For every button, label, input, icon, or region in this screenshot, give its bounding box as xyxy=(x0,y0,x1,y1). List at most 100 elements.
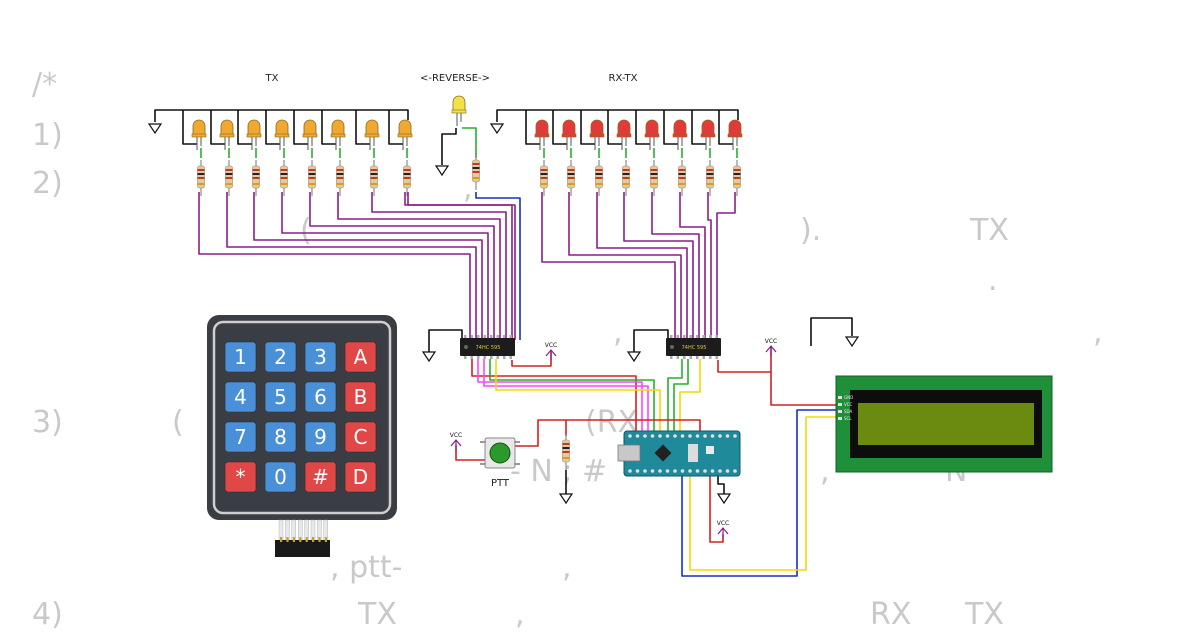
rx-led-resistor xyxy=(733,160,741,196)
rx-led-resistor xyxy=(595,160,603,196)
resistor-band xyxy=(197,169,205,171)
comment-n-hash: - N ; # xyxy=(510,454,608,489)
tx-ground-symbol xyxy=(147,123,163,135)
keypad-key-6[interactable]: 6 xyxy=(304,381,337,413)
resistor-band xyxy=(678,177,686,179)
keypad-key-0[interactable]: 0 xyxy=(264,461,297,493)
key-cap[interactable] xyxy=(224,381,257,413)
arduino-ground-symbol xyxy=(716,493,732,505)
key-cap[interactable] xyxy=(224,341,257,373)
key-cap[interactable] xyxy=(304,421,337,453)
key-cap[interactable] xyxy=(344,381,377,413)
key-cap[interactable] xyxy=(264,461,297,493)
chip-label: 74HC 595 xyxy=(476,345,501,351)
comment-tx-b: TX xyxy=(358,597,397,632)
button-cap[interactable] xyxy=(489,442,511,464)
tx-led-purple-wire xyxy=(281,192,489,338)
led-body xyxy=(452,95,466,113)
labels: TX <-REVERSE-> RX-TX PTT xyxy=(265,73,638,489)
ribbon-pin xyxy=(305,537,308,542)
keypad-key-D[interactable]: D xyxy=(344,461,377,493)
resistor-band xyxy=(650,183,658,185)
lcd-ground-symbol xyxy=(844,336,860,348)
arduino-pin-hole xyxy=(658,434,662,438)
key-cap[interactable] xyxy=(264,421,297,453)
arduino-pin-hole xyxy=(733,434,737,438)
keypad-key-2[interactable]: 2 xyxy=(264,341,297,373)
resistor-band xyxy=(370,177,378,179)
resistor-band xyxy=(733,169,741,171)
keypad-key-hash[interactable]: # xyxy=(304,461,337,493)
key-cap[interactable] xyxy=(304,341,337,373)
comment-paren-open-b: ( xyxy=(172,405,184,440)
led-body xyxy=(303,119,317,137)
rx-led xyxy=(561,119,577,150)
key-label: # xyxy=(312,465,329,489)
resistor-band xyxy=(280,177,288,179)
chip-pin xyxy=(496,356,499,359)
led-body xyxy=(192,119,206,137)
tx-led xyxy=(364,119,380,150)
key-label: C xyxy=(354,425,368,449)
chip1-red-wire xyxy=(471,359,637,432)
key-cap[interactable] xyxy=(224,461,257,493)
keypad-key-8[interactable]: 8 xyxy=(264,421,297,453)
ptt-push-button[interactable] xyxy=(480,437,520,469)
chip-pin xyxy=(483,335,486,338)
tx-led-cathode xyxy=(321,110,336,145)
arduino-pin-hole xyxy=(643,434,647,438)
resistor-band xyxy=(308,183,316,185)
keypad-key-3[interactable]: 3 xyxy=(304,341,337,373)
keypad-key-5[interactable]: 5 xyxy=(264,381,297,413)
chip-pin xyxy=(676,356,679,359)
resistor-band xyxy=(472,171,480,173)
keypad-key-1[interactable]: 1 xyxy=(224,341,257,373)
chip-pin xyxy=(503,356,506,359)
keypad-key-B[interactable]: B xyxy=(344,381,377,413)
keypad-key-A[interactable]: A xyxy=(344,341,377,373)
keypad-key-C[interactable]: C xyxy=(344,421,377,453)
ribbon-pin xyxy=(312,537,315,542)
arduino-pin-hole xyxy=(695,469,700,473)
resistor-band xyxy=(280,169,288,171)
tx-led-cathode xyxy=(210,110,225,145)
chip2-green-wire-2 xyxy=(673,359,689,432)
reverse-led-anode xyxy=(462,127,477,158)
key-cap[interactable] xyxy=(264,341,297,373)
rx-led xyxy=(700,119,716,150)
key-cap[interactable] xyxy=(224,421,257,453)
keypad-key-9[interactable]: 9 xyxy=(304,421,337,453)
keypad-key-4[interactable]: 4 xyxy=(224,381,257,413)
chip-pin xyxy=(709,335,712,338)
key-label: * xyxy=(236,465,246,489)
led-body xyxy=(331,119,345,137)
key-cap[interactable] xyxy=(344,341,377,373)
key-label: 0 xyxy=(274,465,287,489)
resistor-band xyxy=(472,167,480,169)
resistor-band xyxy=(706,169,714,171)
key-cap[interactable] xyxy=(304,381,337,413)
key-label: 1 xyxy=(234,345,247,369)
chip1-yellow-wire xyxy=(495,359,661,432)
lcd-pin-label: SDA xyxy=(844,409,853,414)
key-cap[interactable] xyxy=(304,461,337,493)
key-cap[interactable] xyxy=(264,381,297,413)
resistor-band xyxy=(472,163,480,165)
resistor-band xyxy=(540,177,548,179)
ptt-label: PTT xyxy=(491,478,510,489)
chip-pin xyxy=(670,356,673,359)
resistor-band xyxy=(595,173,603,175)
rx-led-resistor xyxy=(622,160,630,196)
resistor-band xyxy=(567,183,575,185)
comment-comma-f: , xyxy=(515,597,525,632)
resistor-band xyxy=(706,183,714,185)
rx-led-cathode xyxy=(607,110,622,145)
key-cap[interactable] xyxy=(344,461,377,493)
keypad-key-7[interactable]: 7 xyxy=(224,421,257,453)
tx-led-purple-wire xyxy=(371,192,507,338)
keypad-key-star[interactable]: * xyxy=(224,461,257,493)
lcd-scl-wire xyxy=(689,416,838,571)
key-cap[interactable] xyxy=(344,421,377,453)
